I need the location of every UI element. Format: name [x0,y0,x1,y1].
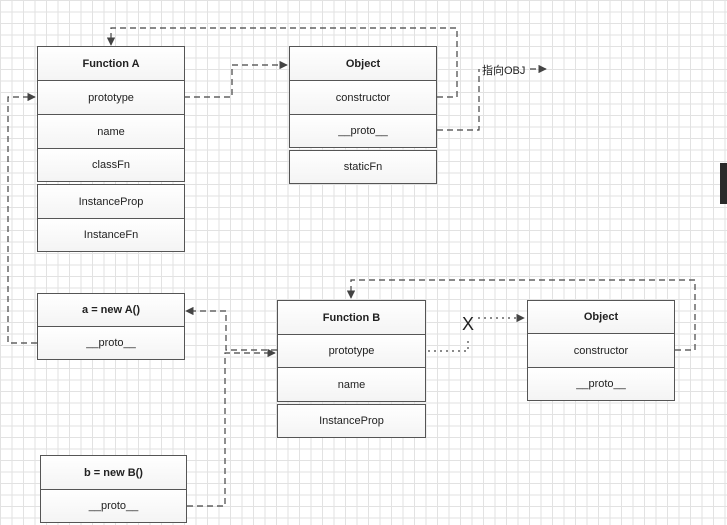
object-top-proto: __proto__ [289,114,437,148]
instance-b-proto: __proto__ [40,489,187,523]
edge-right-object-constructor-to-function-b [346,279,696,351]
edge-a-prototype-to-object [184,60,288,98]
function-b-header: Function B [277,300,426,335]
edge-object-constructor-to-function-a [106,27,458,98]
object-top-header: Object [289,46,437,81]
broken-link-mark: X [462,314,475,334]
object-top-staticfn: staticFn [289,150,437,184]
edge-object-proto-up [437,69,480,131]
window-edge-tab [720,163,727,204]
object-top-constructor: constructor [289,80,437,115]
edge-b-proto-to-prototype [187,348,276,507]
function-b-prototype: prototype [277,334,426,368]
object-right-constructor: constructor [527,333,675,368]
instance-a-header: a = new A() [37,293,185,327]
proto-to-obj-label: 指向OBJ [482,65,526,77]
function-b-instanceprop: InstanceProp [277,404,426,438]
function-a-classfn: classFn [37,148,185,182]
edge-broken-b-prototype [428,341,469,352]
object-right-proto: __proto__ [527,367,675,401]
edge-a-proto-to-prototype [7,92,37,344]
function-a-name: name [37,114,185,149]
function-b-name: name [277,367,426,402]
edge-b-prototype-to-instance-a [185,306,277,351]
instance-a-proto: __proto__ [37,326,185,360]
function-a-header: Function A [37,46,185,81]
object-right-header: Object [527,300,675,334]
function-a-instanceprop: InstanceProp [37,184,185,219]
instance-b-header: b = new B() [40,455,187,490]
function-a-instancefn: InstanceFn [37,218,185,252]
function-a-prototype: prototype [37,80,185,115]
